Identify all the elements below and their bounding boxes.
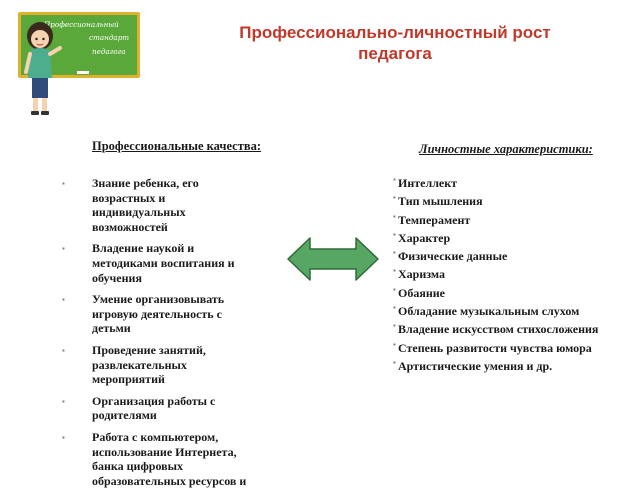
list-item: ▪Характер bbox=[393, 230, 633, 248]
list-item-text: Физические данные bbox=[398, 249, 508, 264]
bullet-icon: ▪ bbox=[62, 244, 65, 254]
list-item-text: Знание ребенка, его возрастных и индивид… bbox=[92, 176, 199, 234]
bullet-icon: ▪ bbox=[62, 345, 65, 355]
list-item-text: Владение искусством стихосложения bbox=[398, 322, 599, 337]
list-item: ▪Физические данные bbox=[393, 248, 633, 266]
personal-characteristics-heading: Личностные характеристики: bbox=[419, 142, 593, 156]
bullet-icon: ▪ bbox=[393, 339, 396, 349]
list-item: ▪ Организация работы с родителями bbox=[60, 394, 260, 423]
professional-qualities-heading: Профессиональные качества: bbox=[92, 139, 262, 153]
bullet-icon: ▪ bbox=[62, 179, 65, 188]
list-item: ▪ Проведение занятий, развлекательных мер… bbox=[60, 343, 260, 387]
list-item: ▪Тип мышления bbox=[393, 193, 633, 211]
chalk bbox=[77, 71, 89, 74]
list-item-text: Обаяние bbox=[398, 285, 445, 300]
bullet-icon: ▪ bbox=[62, 295, 65, 305]
list-item: ▪Харизма bbox=[393, 266, 633, 284]
list-item: ▪Обладание музыкальным слухом bbox=[393, 303, 633, 321]
list-item: ▪ Владение наукой и методиками воспитания… bbox=[60, 241, 260, 285]
list-item-text: Интеллект bbox=[398, 176, 458, 190]
bullet-icon: ▪ bbox=[393, 284, 396, 294]
list-item: ▪Обаяние bbox=[393, 285, 633, 303]
list-item-text: Проведение занятий, развлекательных меро… bbox=[92, 342, 206, 387]
list-item: ▪Темперамент bbox=[393, 212, 633, 230]
bullet-icon: ▪ bbox=[393, 266, 396, 276]
list-item-text: Владение наукой и методиками воспитания … bbox=[92, 241, 235, 285]
list-item: ▪Степень развитости чувства юмора bbox=[393, 340, 633, 358]
list-item-text: Тип мышления bbox=[398, 194, 483, 209]
bullet-icon: ▪ bbox=[393, 193, 396, 203]
list-item-text: Темперамент bbox=[398, 212, 471, 227]
bullet-icon: ▪ bbox=[393, 357, 396, 367]
professional-qualities-list: ▪ Знание ребенка, его возрастных и индиви… bbox=[60, 176, 260, 495]
teacher-figure bbox=[24, 22, 62, 115]
list-item-text: Умение организовывать игровую деятельнос… bbox=[92, 292, 225, 336]
bullet-icon: ▪ bbox=[393, 321, 396, 331]
slide-title: Профессионально-личностный рост педагога bbox=[239, 23, 551, 63]
bullet-icon: ▪ bbox=[393, 211, 396, 221]
list-item: ▪ Знание ребенка, его возрастных и индиви… bbox=[60, 176, 260, 234]
bullet-icon: ▪ bbox=[393, 229, 396, 239]
list-item-text: Характер bbox=[398, 230, 451, 245]
board-line-2: стандарт bbox=[89, 33, 129, 42]
bullet-icon: ▪ bbox=[393, 303, 396, 313]
list-item: ▪Владение искусством стихосложения bbox=[393, 321, 633, 339]
bullet-icon: ▪ bbox=[62, 396, 65, 406]
bullet-icon: ▪ bbox=[393, 175, 396, 184]
list-item-text: Работа с компьютером, использование Инте… bbox=[92, 429, 247, 488]
list-item-text: Артистические умения и др. bbox=[398, 358, 553, 373]
list-item: ▪ Умение организовывать игровую деятельно… bbox=[60, 292, 260, 336]
board-line-3: педагога bbox=[92, 47, 126, 56]
personal-characteristics-list: ▪Интеллект ▪Тип мышления ▪Темперамент ▪Х… bbox=[393, 175, 633, 376]
list-item-text: Организация работы с родителями bbox=[92, 393, 216, 423]
list-item: ▪Интеллект bbox=[393, 175, 633, 193]
list-item: ▪Артистические умения и др. bbox=[393, 358, 633, 376]
bullet-icon: ▪ bbox=[393, 248, 396, 258]
list-item-text: Обладание музыкальным слухом bbox=[398, 304, 580, 319]
teacher-chalkboard-illustration: Профессиональный стандарт педагога bbox=[18, 12, 140, 115]
board-line-1: Профессиональный bbox=[43, 20, 119, 29]
list-item-text: Харизма bbox=[398, 267, 445, 282]
bullet-icon: ▪ bbox=[62, 432, 65, 442]
double-headed-arrow-icon bbox=[287, 237, 379, 281]
list-item-text: Степень развитости чувства юмора bbox=[398, 340, 592, 355]
